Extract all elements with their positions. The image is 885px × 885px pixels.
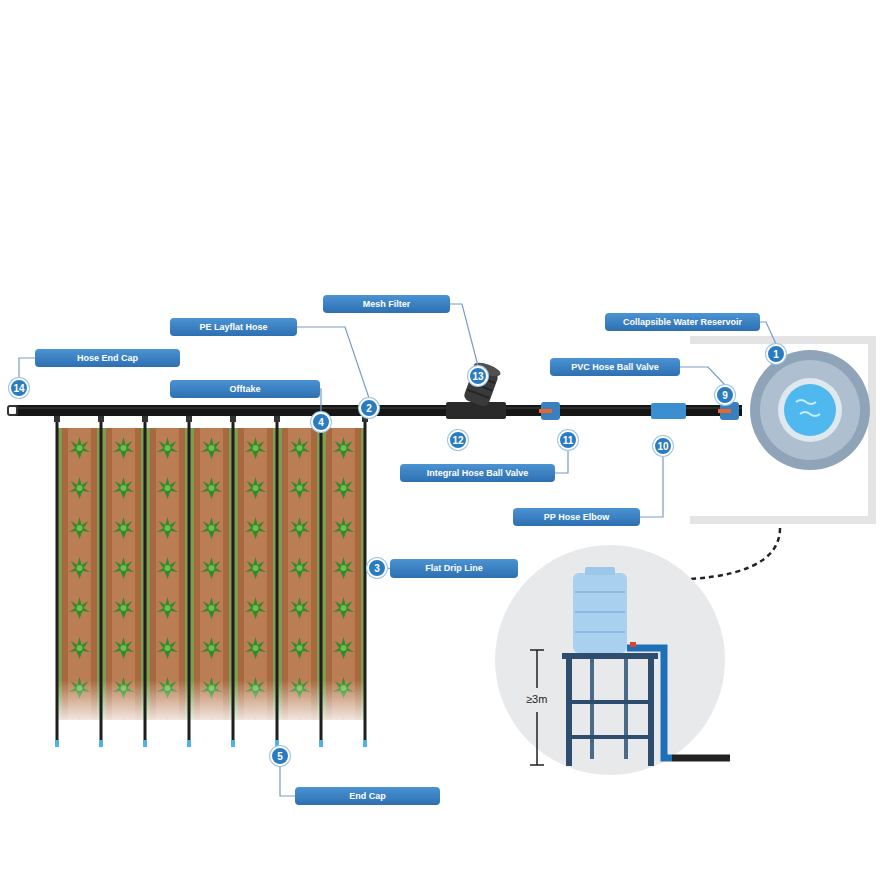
leader-line — [640, 456, 663, 517]
label-box: Collapsible Water Reservoir — [605, 313, 760, 331]
label-text: PP Hose Elbow — [544, 512, 609, 523]
label-text: Offtake — [229, 384, 260, 395]
callout-number: 11 — [558, 430, 578, 450]
leader-line — [450, 304, 478, 366]
label-box: Offtake — [170, 380, 320, 398]
field-fade — [57, 680, 365, 722]
dimension-label: ≥3m — [526, 693, 547, 705]
label-text: PVC Hose Ball Valve — [571, 362, 659, 373]
supply-pipe — [627, 648, 672, 758]
label-text: Hose End Cap — [77, 353, 138, 364]
outlet-hose — [672, 755, 730, 762]
label-text: Integral Hose Ball Valve — [427, 468, 529, 479]
callout-number: 3 — [367, 558, 387, 578]
label-text: Flat Drip Line — [425, 563, 483, 574]
callout-number: 1 — [766, 344, 786, 364]
label-box: Flat Drip Line — [390, 559, 518, 578]
callout-number: 13 — [468, 366, 488, 386]
callout-number: 2 — [359, 398, 379, 418]
label-text: Collapsible Water Reservoir — [623, 317, 742, 328]
reservoir-frame — [690, 340, 872, 520]
inset-background — [495, 545, 725, 775]
drip-lines — [57, 414, 365, 742]
tank-valve — [630, 642, 636, 647]
ball-valve — [718, 402, 739, 420]
hose-end-cap — [8, 406, 17, 415]
label-box: End Cap — [295, 787, 440, 805]
label-box: PP Hose Elbow — [513, 508, 640, 526]
label-box: Integral Hose Ball Valve — [400, 464, 555, 482]
label-text: Mesh Filter — [363, 299, 411, 310]
leader-line — [555, 450, 568, 473]
label-box: Mesh Filter — [323, 295, 450, 313]
callout-text: 5 — [277, 751, 283, 762]
callout-text: 14 — [13, 383, 24, 394]
label-text: PE Layflat Hose — [199, 322, 267, 333]
crop-field — [57, 428, 365, 720]
callout-number: 12 — [448, 430, 468, 450]
ball-valve — [539, 402, 560, 420]
callout-number: 9 — [715, 385, 735, 405]
drip-end-caps — [57, 740, 365, 747]
callout-text: 3 — [374, 563, 380, 574]
label-text: End Cap — [349, 791, 386, 802]
label-box: PE Layflat Hose — [170, 318, 297, 336]
callout-number: 10 — [653, 436, 673, 456]
callout-text: 12 — [452, 435, 463, 446]
callout-text: 11 — [563, 435, 574, 446]
leader-line — [320, 389, 321, 412]
elevated-tank — [573, 567, 627, 653]
leader-line — [680, 367, 725, 385]
callout-number: 4 — [311, 412, 331, 432]
leader-line — [19, 358, 35, 378]
label-box: Hose End Cap — [35, 349, 180, 367]
label-box: PVC Hose Ball Valve — [550, 358, 680, 376]
leader-line — [280, 766, 295, 796]
callout-text: 10 — [657, 441, 668, 452]
height-dimension — [530, 650, 544, 765]
tank-stand — [562, 653, 658, 766]
callout-number: 5 — [270, 746, 290, 766]
collapsible-reservoir — [750, 350, 870, 470]
leader-line — [760, 322, 776, 344]
callout-text: 1 — [773, 349, 779, 360]
hose-elbow — [651, 403, 686, 419]
callout-text: 2 — [366, 403, 372, 414]
callout-text: 9 — [722, 390, 728, 401]
callout-text: 13 — [472, 371, 483, 382]
callout-number: 14 — [9, 378, 29, 398]
mesh-filter — [446, 360, 506, 419]
callout-text: 4 — [318, 417, 324, 428]
